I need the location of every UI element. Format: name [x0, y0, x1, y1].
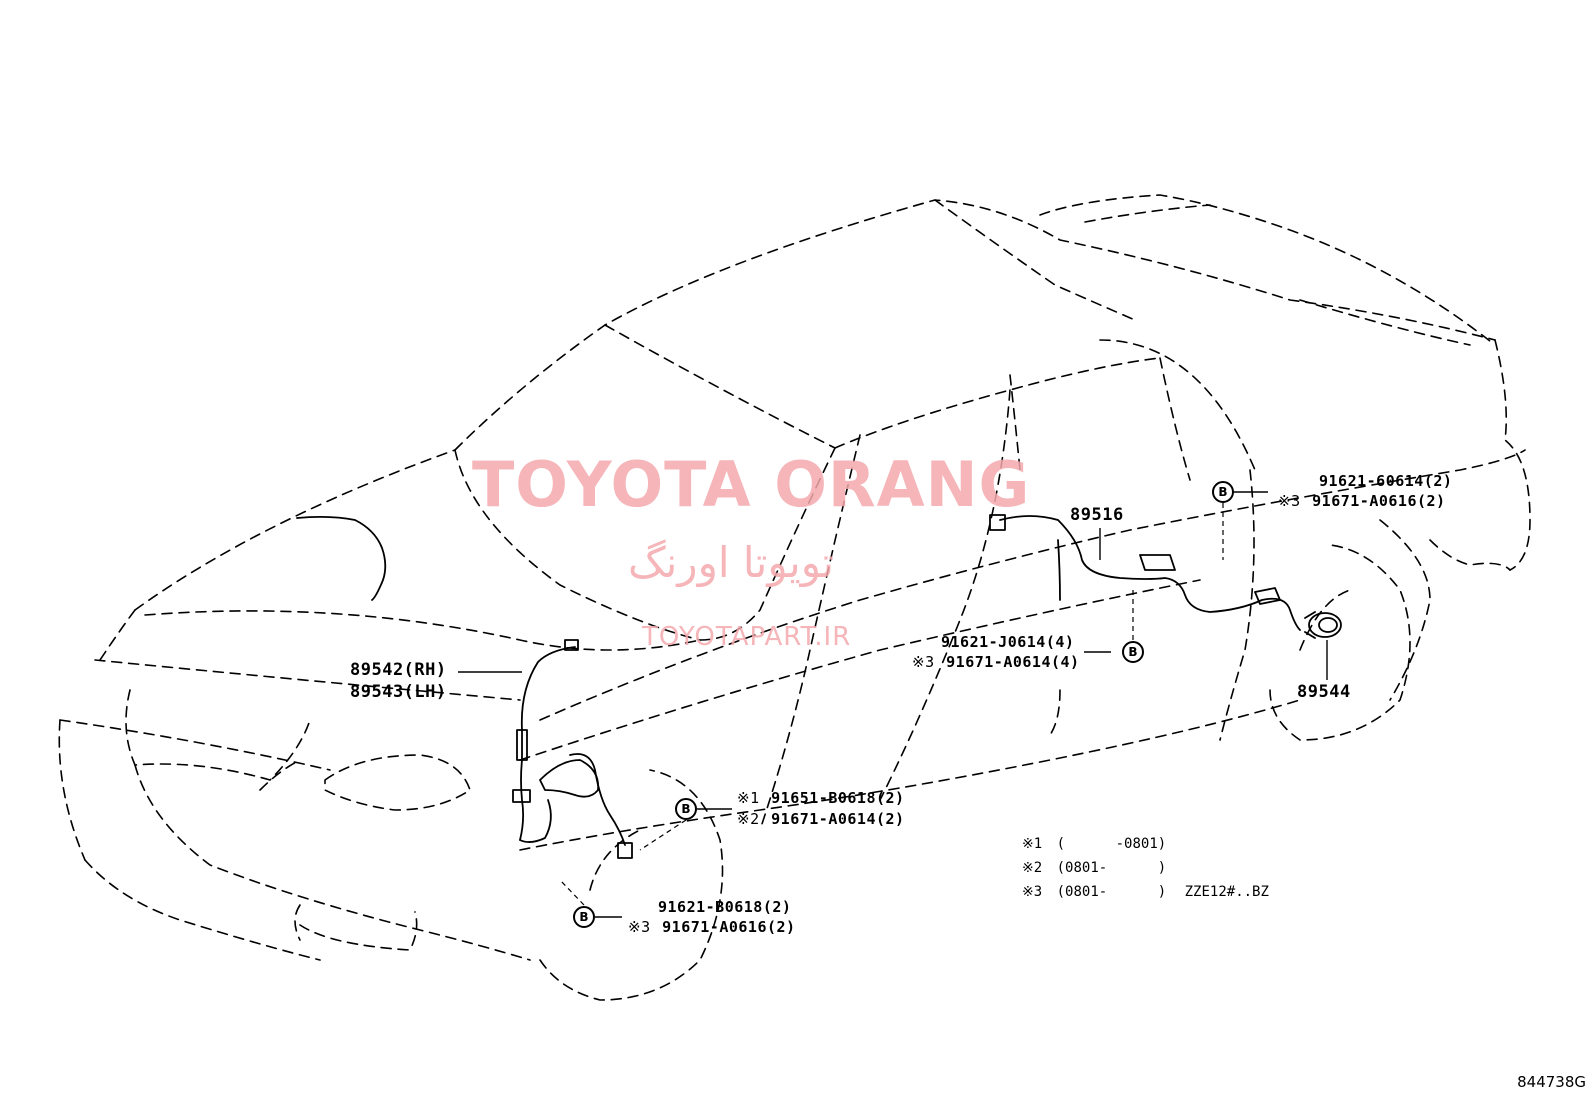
- note-1-range: ( -0801): [1056, 836, 1167, 852]
- fastener-mid-2: 91671-A0614(4): [946, 653, 1080, 671]
- bolt-symbol-rear: B: [1212, 481, 1234, 503]
- fastener-mid-row: ※3 91671-A0614(4): [912, 653, 1080, 671]
- note-mark: ※1: [737, 789, 760, 807]
- watermark-persian: تویوتا اورنگ: [628, 538, 835, 587]
- note-mark: ※3: [912, 653, 935, 671]
- bolt-symbol-mid: B: [1122, 641, 1144, 663]
- fastener-front-lower-2: 91671-A0616(2): [662, 918, 796, 936]
- note-3-mark: ※3: [1022, 884, 1043, 900]
- note-1-mark: ※1: [1022, 836, 1043, 852]
- watermark-url: TOYOTAPART.IR: [642, 622, 852, 652]
- fastener-front-upper-row-1: ※1 91651-B0618(2): [737, 789, 905, 807]
- note-3-range: (0801- ): [1056, 884, 1167, 900]
- watermark-title: TOYOTA ORANG: [472, 448, 1031, 521]
- label-front-sensor-lh: 89543(LH): [350, 682, 447, 702]
- note-mark: ※3: [1278, 492, 1301, 510]
- note-1: ※1 ( -0801): [1022, 836, 1166, 852]
- label-rear-sensor: 89544: [1297, 682, 1351, 702]
- fastener-front-upper-1: 91651-B0618(2): [771, 789, 905, 807]
- label-rear-wire: 89516: [1070, 505, 1124, 525]
- note-3-extra: ZZE12#..BZ: [1184, 884, 1269, 900]
- fastener-front-upper-row-2: ※2 91671-A0614(2): [737, 810, 905, 828]
- note-mark: ※2: [737, 810, 760, 828]
- bolt-symbol-front-upper: B: [675, 798, 697, 820]
- fastener-rear-upper-2: 91671-A0616(2): [1312, 492, 1446, 510]
- bolt-symbol-front-lower: B: [573, 906, 595, 928]
- note-2: ※2 (0801- ): [1022, 860, 1166, 876]
- note-2-mark: ※2: [1022, 860, 1043, 876]
- fastener-front-lower-1: 91621-B0618(2): [658, 898, 792, 916]
- fastener-rear-upper-row: ※3 91671-A0616(2): [1278, 492, 1446, 510]
- fastener-front-lower-row: ※3 91671-A0616(2): [628, 918, 796, 936]
- diagram-code: 844738G: [1517, 1073, 1586, 1091]
- note-mark: ※3: [628, 918, 651, 936]
- note-3: ※3 (0801- ) ZZE12#..BZ: [1022, 884, 1269, 900]
- fastener-front-upper-2: 91671-A0614(2): [771, 810, 905, 828]
- label-front-sensor-rh: 89542(RH): [350, 660, 447, 680]
- fastener-mid-1: 91621-J0614(4): [941, 633, 1075, 651]
- fastener-rear-upper-1: 91621-60614(2): [1319, 472, 1453, 490]
- note-2-range: (0801- ): [1056, 860, 1167, 876]
